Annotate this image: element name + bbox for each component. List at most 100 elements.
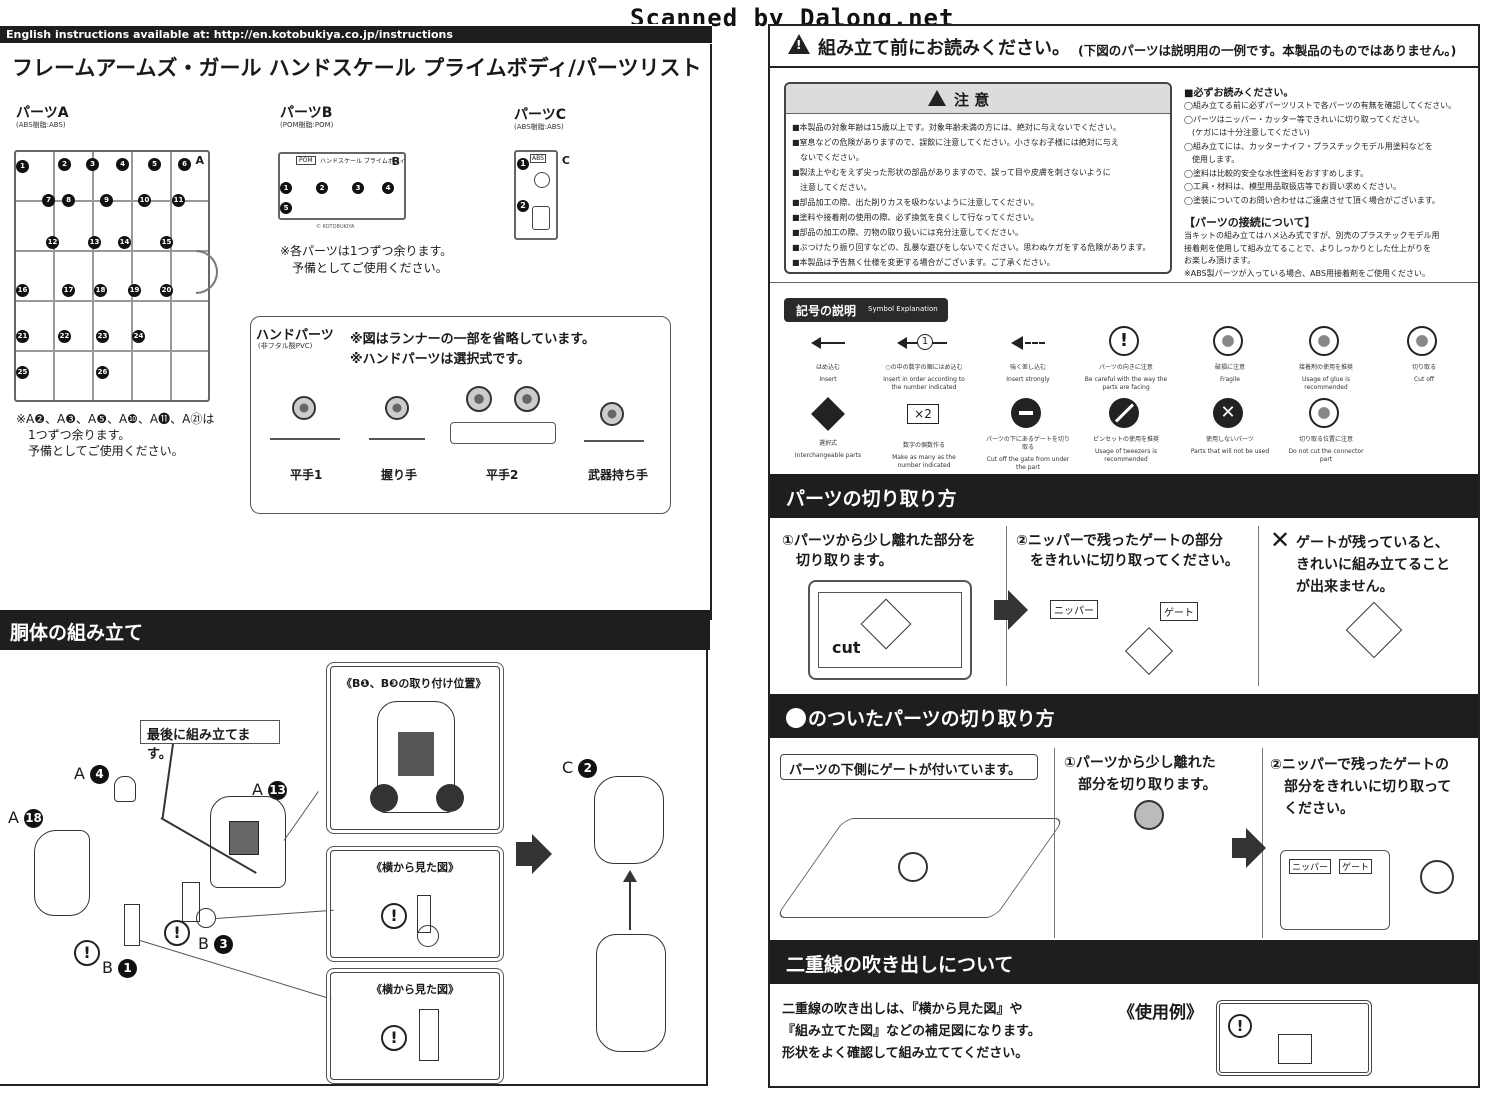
part-b1-shape <box>124 904 140 946</box>
glue-icon <box>1309 326 1343 360</box>
must-read-item: ◯塗装についてのお問い合わせはご遠慮させて頂く場合がございます。 <box>1184 195 1440 205</box>
must-read-item: ◯組み立てには、カッターナイフ・プラスチックモデル用塗料などを <box>1184 141 1433 151</box>
hand-item-weapon[interactable]: 武器持ち手 <box>582 402 662 486</box>
part-a4-shape <box>114 776 136 802</box>
must-read-item: ◯組み立てる前に必ずパーツリストで各パーツの有無を確認してください。 <box>1184 101 1457 110</box>
wrong-x-icon: ✕ <box>1270 526 1291 554</box>
hand-runner-icon <box>385 396 409 420</box>
hand-parts-note-1: ※図はランナーの一部を省略しています。 <box>350 332 595 347</box>
hand-parts-box <box>250 316 671 514</box>
parts-b-runner: POM ハンドスケール プライムボディ B <box>278 152 406 220</box>
side-view-title-1: 《横から見た図》 <box>371 861 459 874</box>
insert-strongly-icon <box>1011 326 1045 360</box>
step-arrow-icon <box>1008 590 1028 630</box>
parts-b-note-2: 予備としてご使用ください。 <box>292 261 448 275</box>
symbol-subtitle: Symbol Explanation <box>868 305 938 313</box>
parts-c-num-1: 1 <box>517 158 529 170</box>
step-arrow-stem <box>1232 838 1246 858</box>
parts-a-note-3: 予備としてご使用ください。 <box>28 444 184 458</box>
hand-item-flat-1[interactable]: 平手1 <box>270 396 350 486</box>
parts-b-note-1: ※各パーツは1つずつ余ります。 <box>280 244 453 258</box>
gate-cutting-header: のついたパーツの切り取り方 <box>770 694 1478 738</box>
hand-runner-bar <box>584 440 644 442</box>
example-part-shape <box>1278 1034 1312 1064</box>
part-side-ball <box>417 925 439 947</box>
parts-a-num-3: 3 <box>86 158 99 171</box>
cutting-step3-line1: ゲートが残っていると、 <box>1296 535 1449 551</box>
label-a18: A 18 <box>8 808 44 828</box>
notice-divider <box>770 282 1478 283</box>
hand-runner-frame <box>450 422 556 444</box>
parts-a-num-24: 24 <box>132 330 145 343</box>
must-read-item: ◯パーツはニッパー・カッター等できれいに切り取ってください。 <box>1184 114 1425 124</box>
gate-nipper-label: ニッパー <box>1289 859 1332 874</box>
gate-cut-icon <box>1011 398 1045 432</box>
gate-part-circle <box>898 852 928 882</box>
caution-icon: ! <box>164 920 190 946</box>
parts-a-num-19: 19 <box>128 284 141 297</box>
symbol-label-jp: はめ込む <box>815 364 840 371</box>
pentagon-part-shape <box>1124 626 1174 676</box>
connect-title: 【パーツの接続について】 <box>1184 216 1316 229</box>
not-used-icon: ✕ <box>1213 398 1247 432</box>
caution-header: 注 意 <box>786 84 1170 114</box>
example-label: 《使用例》 <box>1118 1003 1203 1023</box>
parts-a-num-21: 21 <box>16 330 29 343</box>
callout-assemble-last-text: 最後に組み立てます。 <box>147 728 251 762</box>
caution-title: 注 意 <box>954 91 990 109</box>
page-title: フレームアームズ・ガール ハンドスケール プライムボディ/パーツリスト <box>12 56 702 80</box>
label-c2: C 2 <box>562 758 598 778</box>
must-read-item: (ケガには十分注意してください) <box>1184 128 1310 137</box>
hand-item-fist[interactable]: 握り手 <box>365 396 445 486</box>
parts-a-num-6: 6 <box>178 158 191 171</box>
fragile-icon <box>1213 326 1247 360</box>
assembled-body-shape <box>596 934 666 1052</box>
instructions-url-bar[interactable]: English instructions available at: http:… <box>0 26 712 43</box>
parts-b-runner-name: ハンドスケール プライムボディ <box>320 158 406 165</box>
no-cut-icon <box>1309 398 1343 432</box>
caution-icon: ! <box>1109 326 1143 360</box>
caution-icon: ! <box>1228 1014 1252 1038</box>
must-read-item: ◯工具・材料は、模型用品取扱店等でお買い求めください。 <box>1184 182 1401 191</box>
connect-item: お楽しみ頂けます。 <box>1184 256 1256 265</box>
hand-item-flat-2[interactable]: 平手2 <box>448 386 560 486</box>
cutting-step3-line2: きれいに組み立てること <box>1296 557 1450 573</box>
symbol-title: 記号の説明 <box>796 304 857 318</box>
gate-part-circle <box>1134 800 1164 830</box>
copyright: © KOTOBUKIYA <box>316 224 355 230</box>
parts-a-num-15: 15 <box>160 236 173 249</box>
parts-c-num-2: 2 <box>517 200 529 212</box>
gate-divider-1 <box>1054 748 1055 938</box>
label-b1: B 1 <box>102 958 138 978</box>
hand-item-label: 武器持ち手 <box>588 468 649 482</box>
hand-runner-icon <box>466 386 492 412</box>
step-arrow-icon <box>532 834 552 874</box>
parts-b-material: (POM樹脂:POM) <box>280 121 334 129</box>
insert-arrow-icon <box>811 326 845 360</box>
mount-position-title: 《B❶、B❸の取り付け位置》 <box>341 677 487 690</box>
caution-item: 注意してください。 <box>792 183 872 192</box>
cutting-divider-2 <box>1258 526 1259 686</box>
gate-callout-text: パーツの下側にゲートが付いています。 <box>789 763 1022 778</box>
parts-a-num-9: 9 <box>100 194 113 207</box>
url-text: English instructions available at: http:… <box>6 28 453 41</box>
parts-a-num-18: 18 <box>94 284 107 297</box>
step-arrow-stem <box>516 842 532 866</box>
cut-label: cut <box>832 638 861 657</box>
part-a18-shape <box>34 830 90 916</box>
parts-b-title: パーツB <box>280 105 333 121</box>
cutting-step3-line3: が出来ません。 <box>1296 579 1394 595</box>
parts-a-runner-label: A <box>195 154 204 167</box>
parts-a-num-8: 8 <box>62 194 75 207</box>
right-page: ! 組み立て前にお読みください。 (下図のパーツは説明用の一例です。本製品のもの… <box>768 24 1480 1088</box>
gate-callout: パーツの下側にゲートが付いています。 <box>780 754 1038 780</box>
cut-off-icon <box>1407 326 1441 360</box>
connect-item: ※ABS製パーツが入っている場合、ABS用接着剤をご使用ください。 <box>1184 268 1430 278</box>
symbol-label-jp: ○の中の数字の順にはめ込む <box>885 364 963 371</box>
connect-item: 接着剤を使用して組み立てることで、よりしっかりとした仕上がりを <box>1184 243 1432 253</box>
header-divider <box>770 66 1478 68</box>
